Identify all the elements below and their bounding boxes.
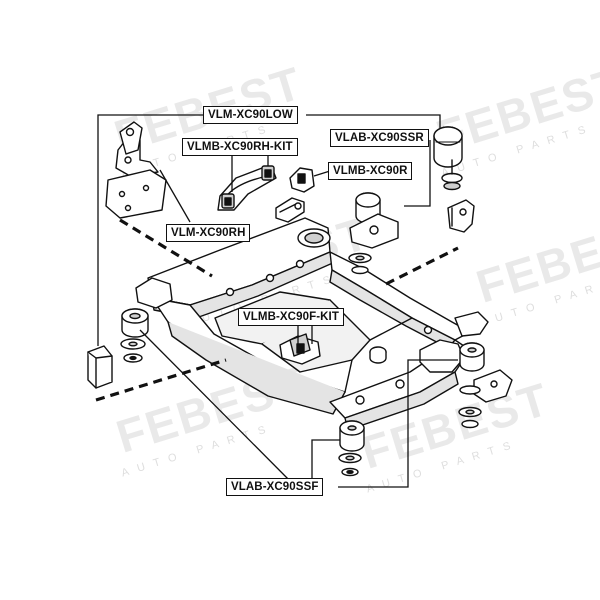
bottom-stack bbox=[338, 420, 365, 477]
small-bushing bbox=[369, 346, 387, 364]
label-vlm-xc90rh: VLM-XC90RH bbox=[166, 224, 251, 242]
mid-stack bbox=[348, 192, 399, 275]
label-vlmb-xc90r: VLMB-XC90R bbox=[328, 162, 413, 180]
leader-lines bbox=[97, 114, 458, 488]
label-vlmb-xc90f-kit: VLMB-XC90F-KIT bbox=[238, 308, 344, 326]
rh-mount bbox=[105, 121, 167, 219]
right-bracket bbox=[447, 199, 475, 233]
subframe bbox=[135, 217, 489, 431]
dashed-guides bbox=[95, 218, 459, 402]
label-vlmb-xc90rh-kit: VLMB-XC90RH-KIT bbox=[182, 138, 298, 156]
low-mount bbox=[87, 345, 113, 389]
left-stack bbox=[120, 308, 149, 363]
r-mount bbox=[275, 167, 315, 223]
rh-kit-torque-rod bbox=[217, 165, 277, 211]
label-vlab-xc90ssf: VLAB-XC90SSF bbox=[226, 478, 324, 496]
right-stack bbox=[458, 342, 513, 429]
ssr-mount bbox=[433, 126, 463, 191]
label-vlm-xc90low: VLM-XC90LOW bbox=[203, 106, 298, 124]
label-vlab-xc90ssr: VLAB-XC90SSR bbox=[330, 129, 429, 147]
center-mount bbox=[279, 333, 321, 365]
